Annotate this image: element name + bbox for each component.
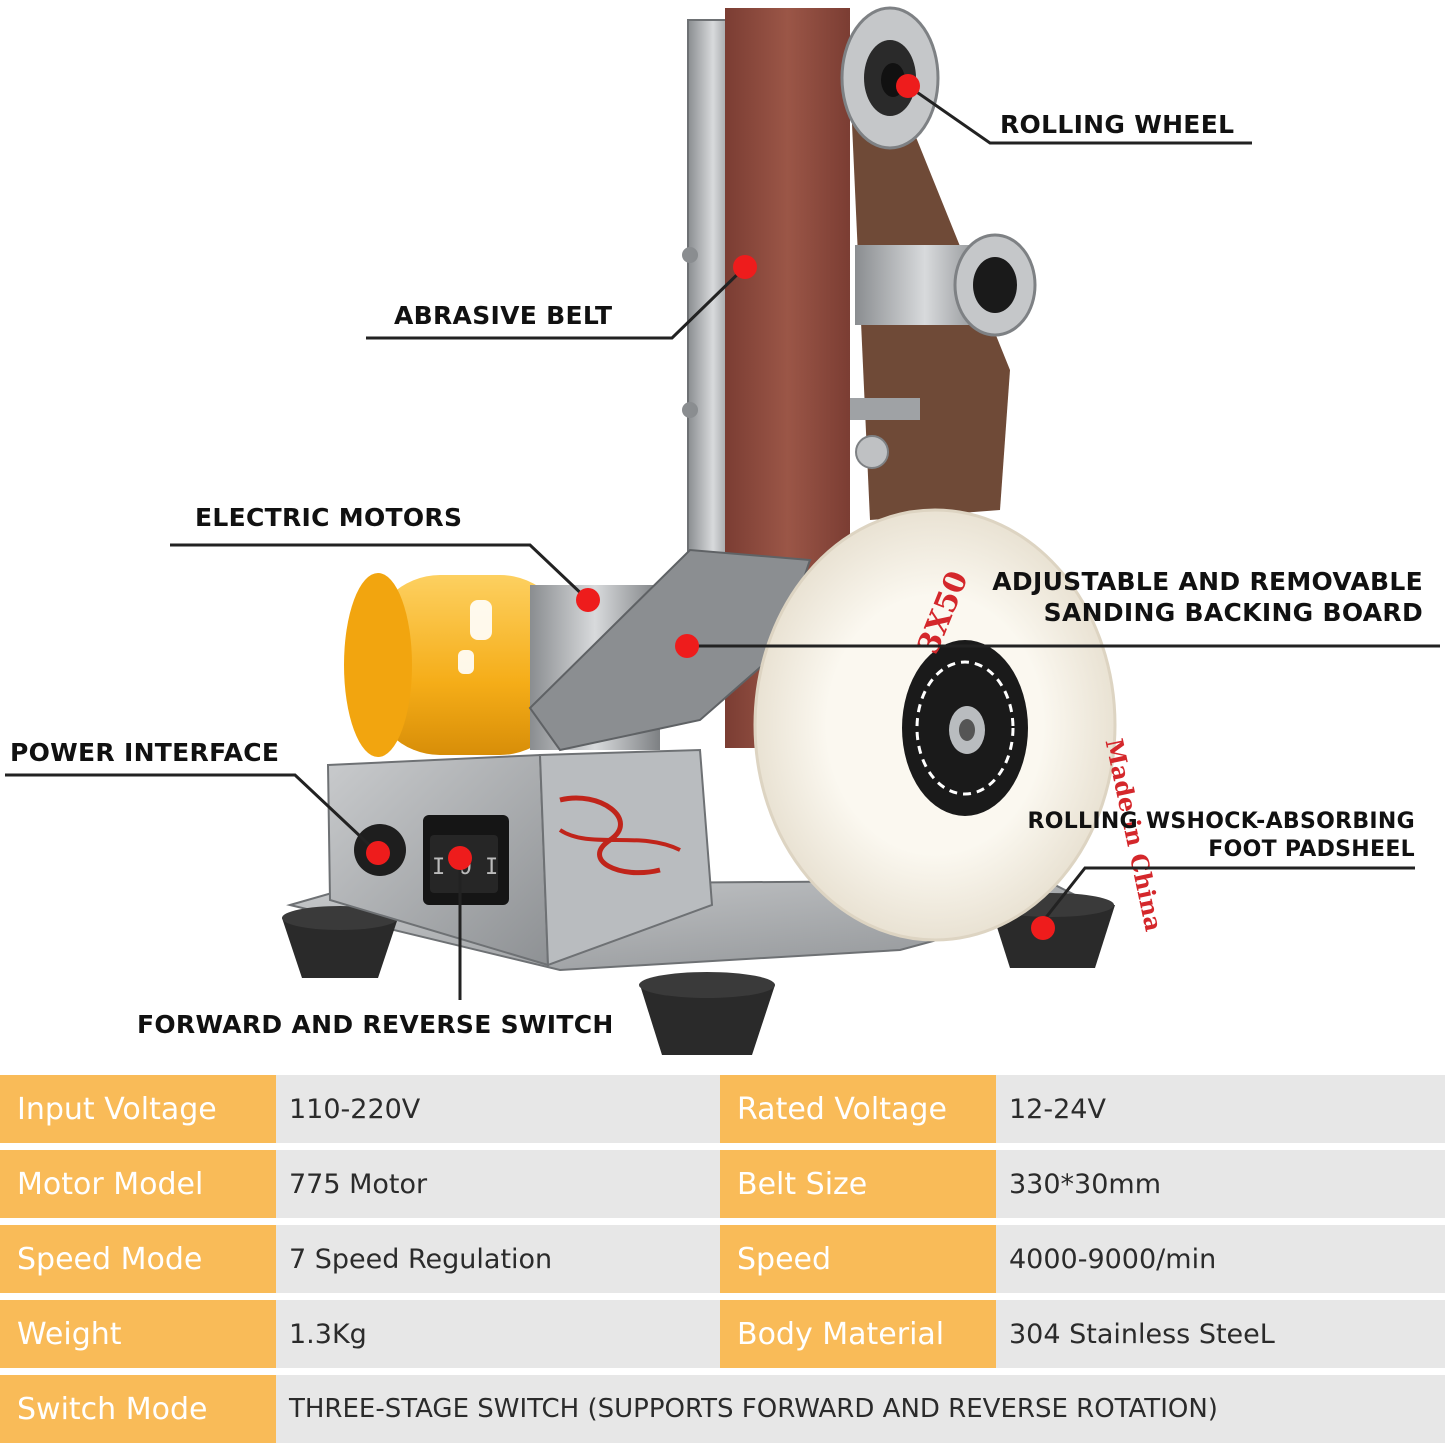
spec-value: 304 Stainless SteeL — [996, 1300, 1445, 1368]
spec-label: Rated Voltage — [720, 1075, 996, 1143]
tension-roller — [850, 233, 1037, 469]
spec-label: Weight — [0, 1300, 276, 1368]
spec-value: 330*30mm — [996, 1150, 1445, 1218]
callout-backing-board-line2: SANDING BACKING BOARD — [1043, 598, 1423, 628]
spec-row: Speed Mode 7 Speed Regulation Speed 4000… — [0, 1225, 1445, 1293]
spec-label: Speed — [720, 1225, 996, 1293]
leader-lines — [5, 84, 1440, 1000]
marker-foot-pad — [1031, 916, 1055, 940]
spec-row: Motor Model 775 Motor Belt Size 330*30mm — [0, 1150, 1445, 1218]
product-diagram: I O I — [5, 6, 1440, 1055]
spec-label: Input Voltage — [0, 1075, 276, 1143]
spec-row: Input Voltage 110-220V Rated Voltage 12-… — [0, 1075, 1445, 1143]
callout-foot-pad-line2: FOOT PADSHEEL — [1208, 836, 1415, 862]
callout-electric-motors: ELECTRIC MOTORS — [195, 503, 463, 532]
marker-electric-motors — [576, 588, 600, 612]
callout-power-interface: POWER INTERFACE — [10, 738, 280, 767]
rolling-wheel — [840, 6, 940, 150]
marker-abrasive-belt — [733, 255, 757, 279]
spec-label: Switch Mode — [0, 1375, 276, 1443]
callout-foot-pad: ROLLING WSHOCK-ABSORBING FOOT PADSHEEL — [1027, 808, 1415, 863]
spec-value: 110-220V — [276, 1075, 720, 1143]
callout-abrasive-belt: ABRASIVE BELT — [394, 301, 613, 330]
spec-value: 4000-9000/min — [996, 1225, 1445, 1293]
spec-value: THREE-STAGE SWITCH (SUPPORTS FORWARD AND… — [276, 1375, 1445, 1443]
buffing-wheel: 3X50 Made in China — [753, 508, 1169, 942]
marker-dots — [366, 74, 1055, 940]
spec-row: Weight 1.3Kg Body Material 304 Stainless… — [0, 1300, 1445, 1368]
marker-power-interface — [366, 841, 390, 865]
marker-switch — [448, 846, 472, 870]
spec-row-switch-mode: Switch Mode THREE-STAGE SWITCH (SUPPORTS… — [0, 1375, 1445, 1443]
belt-sander-illustration: I O I — [5, 6, 1440, 1055]
spec-label: Belt Size — [720, 1150, 996, 1218]
spec-value: 12-24V — [996, 1075, 1445, 1143]
callout-rolling-wheel: ROLLING WHEEL — [1000, 110, 1235, 139]
callout-foot-pad-line1: ROLLING WSHOCK-ABSORBING — [1027, 809, 1415, 834]
switch-housing: I O I — [326, 748, 714, 967]
callout-backing-board-line1: ADJUSTABLE AND REMOVABLE — [992, 567, 1423, 596]
marker-rolling-wheel — [896, 74, 920, 98]
spec-label: Motor Model — [0, 1150, 276, 1218]
callout-backing-board: ADJUSTABLE AND REMOVABLE SANDING BACKING… — [992, 566, 1423, 629]
callout-forward-reverse-switch: FORWARD AND REVERSE SWITCH — [137, 1010, 614, 1039]
marker-backing-board — [675, 634, 699, 658]
spec-label: Body Material — [720, 1300, 996, 1368]
spec-label: Speed Mode — [0, 1225, 276, 1293]
spec-value: 7 Speed Regulation — [276, 1225, 720, 1293]
spec-value: 1.3Kg — [276, 1300, 720, 1368]
spec-value: 775 Motor — [276, 1150, 720, 1218]
